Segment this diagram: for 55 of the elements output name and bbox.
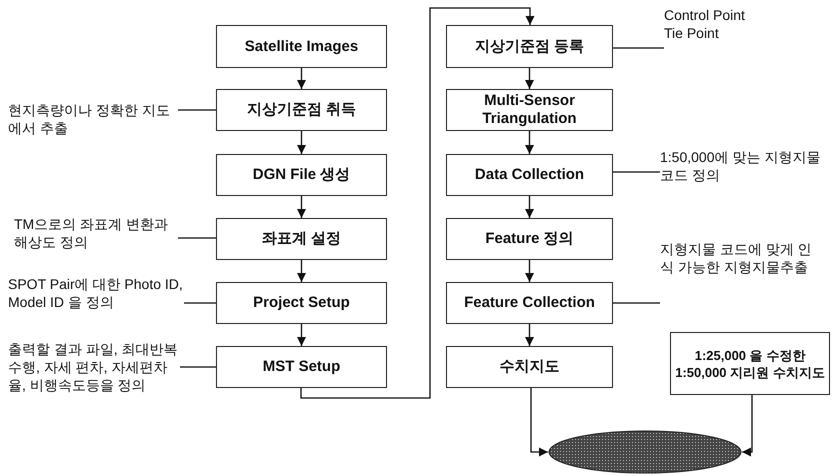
arrow: [524, 324, 534, 346]
leader-line: [613, 302, 660, 304]
leader-line: [184, 302, 216, 304]
arrow: [296, 196, 306, 218]
annotation-text: 지형지물 코드에 맞게 인식 가능한 지형지물추출: [660, 240, 813, 276]
box-label: Data Collection: [474, 166, 584, 184]
leader-line: [613, 47, 664, 49]
box-label: 1:25,000 을 수정한 1:50,000 지리원 수치지도: [674, 346, 826, 380]
process-box: [216, 282, 387, 324]
arrow: [296, 131, 306, 154]
box-label: Project Setup: [253, 294, 350, 312]
process-box: [216, 25, 387, 68]
arrow: [742, 395, 753, 457]
arrow: [524, 68, 534, 89]
process-box: [446, 218, 613, 260]
process-box: [216, 89, 387, 131]
annotation-text: Control Point: [664, 6, 745, 24]
process-box: [446, 346, 613, 388]
leader-line: [178, 237, 216, 239]
arrow: [296, 68, 306, 89]
box-label: Satellite Images: [244, 38, 358, 56]
annotation-text: 현지측량이나 정확한 지도에서 추출: [8, 101, 171, 137]
annotation-text: SPOT Pair에 대한 Photo ID, Model ID 을 정의: [8, 275, 184, 311]
arrow: [524, 260, 534, 282]
box-label: MST Setup: [262, 358, 340, 376]
process-box: [446, 89, 613, 131]
process-box: [446, 25, 613, 68]
arrow: [524, 131, 534, 154]
box-label: Feature Collection: [464, 294, 595, 312]
leader-line: [613, 171, 660, 173]
process-box: [446, 154, 613, 196]
annotation-text: 출력할 결과 파일, 최대반복수행, 자세 편차, 자세편차율, 비행속도등을 정의: [8, 340, 179, 394]
leader-line: [180, 366, 216, 368]
arrow: [524, 196, 534, 218]
box-label: Multi-Sensor Triangulation: [481, 92, 578, 128]
box-label: 수치지도: [500, 358, 560, 376]
box-label: 지상기준점 등록: [474, 38, 584, 56]
box-label: DGN File 생성: [252, 166, 350, 184]
box-label: 좌표계 설정: [262, 230, 342, 248]
annotation-text: Tie Point: [664, 24, 719, 42]
annotation-text: TM으로의 좌표계 변환과 해상도 정의: [14, 215, 169, 251]
process-box: [216, 218, 387, 260]
terminal-ellipse: [548, 430, 742, 474]
box-label: Feature 정의: [485, 230, 574, 248]
arrow: [296, 260, 306, 282]
process-box: [446, 282, 613, 324]
arrow: [300, 7, 535, 399]
box-label: 지상기준점 취득: [246, 101, 356, 119]
result-box: [670, 332, 830, 395]
leader-line: [178, 109, 216, 111]
process-box: [216, 154, 387, 196]
process-box: [216, 346, 387, 388]
arrow: [530, 388, 548, 457]
arrow: [296, 324, 306, 346]
annotation-text: 1:50,000에 맞는 지형지물 코드 정의: [660, 148, 822, 184]
